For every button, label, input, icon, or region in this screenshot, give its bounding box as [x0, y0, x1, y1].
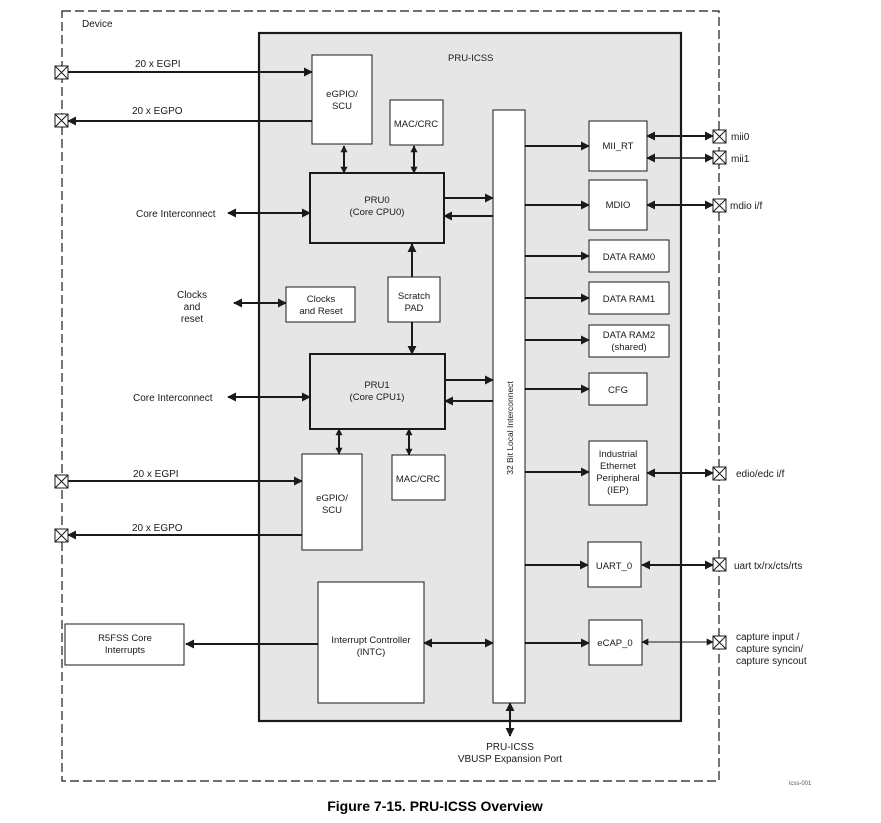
pin-edio-icon	[712, 466, 727, 481]
ecap0-label: eCAP_0	[597, 638, 632, 649]
pin-mii0-icon	[712, 129, 727, 144]
iep-label-3: Peripheral	[596, 473, 639, 484]
intc-block	[317, 581, 425, 704]
clocks-reset-label-2: and Reset	[299, 306, 343, 317]
clocks-ext-label-1: Clocks	[177, 290, 207, 301]
iep-label-4: (IEP)	[607, 485, 629, 496]
core-interconnect1-label: Core Interconnect	[133, 393, 213, 404]
device-boundary	[61, 10, 720, 782]
scratch-pad-block	[387, 276, 441, 323]
clocks-ext-label-2: and	[184, 302, 201, 313]
egpio0-label-2: SCU	[332, 101, 352, 112]
clocks-ext-label-3: reset	[181, 314, 203, 325]
egpio0-block	[311, 54, 373, 145]
maccrc1-label: MAC/CRC	[396, 474, 440, 485]
capture-label-1: capture input /	[736, 632, 800, 643]
pru1-block	[309, 353, 446, 430]
clocks-reset-block	[285, 286, 356, 323]
r5fss-label-2: Interrupts	[105, 645, 145, 656]
figure-tag: icss-001	[789, 781, 812, 787]
mii1-label: mii1	[731, 154, 750, 165]
blocks	[64, 54, 670, 704]
capture-label-2: capture syncin/	[736, 644, 803, 655]
iep-label-1: Industrial	[599, 449, 638, 460]
pin-egpo1-icon	[54, 528, 69, 543]
pin-uart-icon	[712, 557, 727, 572]
egpio1-label-1: eGPIO/	[316, 493, 348, 504]
pru0-label-1: PRU0	[364, 195, 389, 206]
clocks-reset-label-1: Clocks	[307, 294, 336, 305]
mii-rt-label: MII_RT	[603, 141, 634, 152]
pru0-block	[309, 172, 445, 244]
r5fss-block	[64, 623, 185, 666]
egpo1-label: 20 x EGPO	[132, 523, 183, 534]
data-ram2-label-1: DATA RAM2	[603, 330, 655, 341]
edio-edc-label: edio/edc i/f	[736, 469, 785, 480]
expansion-port-label-2: VBUSP Expansion Port	[458, 754, 563, 765]
core-interconnect0-label: Core Interconnect	[136, 209, 216, 220]
data-ram1-block	[588, 281, 670, 315]
pru1-label-2: (Core CPU1)	[350, 392, 405, 403]
mdio-label: MDIO	[606, 200, 631, 211]
interconnect-label: 32 Bit Local Interconnect	[505, 381, 515, 475]
device-label: Device	[82, 19, 113, 30]
interconnect-bus	[492, 109, 526, 704]
capture-label-3: capture syncout	[736, 656, 807, 667]
mdio-if-label: mdio i/f	[730, 201, 762, 212]
iep-label-2: Ethernet	[600, 461, 636, 472]
mdio-block	[588, 179, 648, 231]
pru0-label-2: (Core CPU0)	[350, 207, 405, 218]
mii0-label: mii0	[731, 132, 750, 143]
pin-mii1-icon	[712, 150, 727, 165]
uart0-label: UART_0	[596, 561, 632, 572]
pru-icss-label: PRU-ICSS	[448, 53, 493, 64]
pin-egpi1-icon	[54, 474, 69, 489]
pru1-label-1: PRU1	[364, 380, 389, 391]
egpio1-block	[301, 453, 363, 551]
iep-block	[588, 440, 648, 506]
egpio0-label-1: eGPIO/	[326, 89, 358, 100]
mii-rt-block	[588, 120, 648, 172]
data-ram2-label-2: (shared)	[611, 342, 646, 353]
data-ram1-label: DATA RAM1	[603, 294, 655, 305]
uart-pins-label: uart tx/rx/cts/rts	[734, 561, 802, 572]
egpi0-label: 20 x EGPI	[135, 59, 181, 70]
data-ram2-block	[588, 324, 670, 358]
pins	[54, 65, 727, 650]
pin-egpo0-icon	[54, 113, 69, 128]
signal-labels: 20 x EGPI 20 x EGPO Core Interconnect Cl…	[132, 59, 807, 765]
pin-mdio-icon	[712, 198, 727, 213]
intc-label-2: (INTC)	[357, 647, 386, 658]
maccrc0-block	[389, 99, 444, 146]
block-labels: eGPIO/ SCU MAC/CRC PRU0 (Core CPU0) Cloc…	[98, 89, 655, 658]
maccrc1-block	[391, 454, 446, 501]
pin-capture-icon	[712, 635, 727, 650]
data-ram0-block	[588, 239, 670, 273]
ecap0-block	[588, 619, 643, 666]
uart0-block	[587, 541, 642, 588]
expansion-port-label-1: PRU-ICSS	[486, 742, 534, 753]
figure-caption: Figure 7-15. PRU-ICSS Overview	[327, 798, 543, 814]
r5fss-label-1: R5FSS Core	[98, 633, 152, 644]
cfg-block	[588, 372, 648, 406]
egpio1-label-2: SCU	[322, 505, 342, 516]
maccrc0-label: MAC/CRC	[394, 119, 438, 130]
connections	[67, 67, 714, 737]
intc-label-1: Interrupt Controller	[331, 635, 410, 646]
scratch-pad-label-2: PAD	[405, 303, 424, 314]
data-ram0-label: DATA RAM0	[603, 252, 655, 263]
pin-egpi0-icon	[54, 65, 69, 80]
egpi1-label: 20 x EGPI	[133, 469, 179, 480]
cfg-label: CFG	[608, 385, 628, 396]
egpo0-label: 20 x EGPO	[132, 106, 183, 117]
scratch-pad-label-1: Scratch	[398, 291, 430, 302]
